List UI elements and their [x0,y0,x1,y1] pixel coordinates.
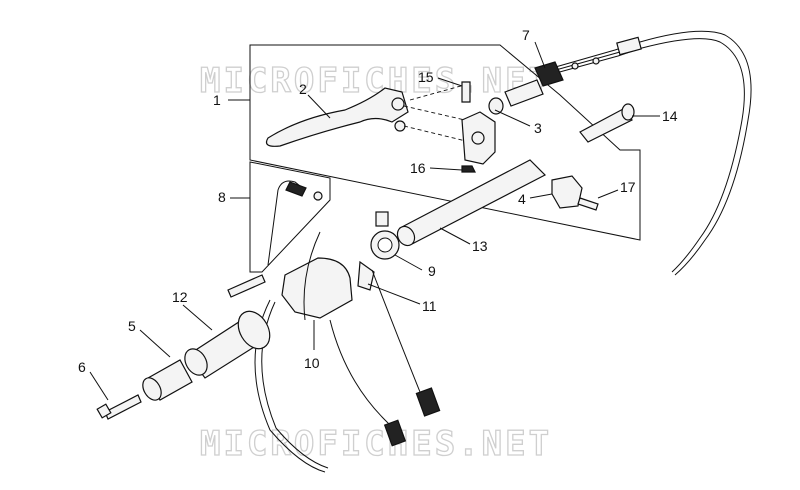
callout-12: 12 [172,289,188,305]
pulley-tab [375,211,389,227]
callout-5: 5 [128,318,136,334]
cable-nipple-2 [592,57,600,65]
switch-wire-end [285,181,307,197]
leader-6 [89,371,109,401]
callout-6: 6 [78,359,86,375]
callout-3: 3 [534,120,542,136]
switch-group-outline [249,161,331,273]
leader-2 [307,94,331,119]
clamp-screw-long [579,107,633,143]
lever-group-outline [249,44,641,241]
callout-14: 14 [662,108,678,124]
adjuster-nut [534,61,564,87]
leader-17 [597,189,619,199]
harness-wire-right [371,269,421,393]
switch-clamp-screw [227,274,266,298]
lever-nut [394,120,406,132]
callout-16: 16 [410,160,426,176]
leader-12 [182,304,213,331]
alignment-lines [403,83,471,143]
bar-end-screw [104,394,142,420]
callout-10: 10 [304,355,320,371]
cable-outer-2 [544,38,745,273]
callout-8: 8 [218,189,226,205]
bracket-bore [471,131,485,145]
leader-7 [534,41,546,69]
pivot-screw [461,81,471,103]
connector-right [415,387,441,417]
tube-end [396,225,416,247]
leader-5 [139,329,171,358]
cable-nipple [571,62,579,70]
grip-flange [237,310,271,350]
adjuster-washer [488,97,504,115]
switch-loop-wire [303,231,321,321]
switch-housing [281,257,353,319]
pivot-nut [461,165,476,173]
bar-end-face [142,377,162,401]
watermark-top: MICROFICHES.NET [200,61,552,101]
lever [265,87,409,147]
callout-4: 4 [518,191,526,207]
leader-15 [437,77,463,87]
cable-end-fitting [616,36,642,56]
callout-1: 1 [213,92,221,108]
adjuster-screw [504,79,544,107]
leader-16 [429,167,463,171]
connector-left [383,419,407,447]
clamp-screw-head [621,103,635,121]
callout-2: 2 [299,81,307,97]
leader-4 [529,193,553,199]
leader-11 [367,283,421,305]
spacer-ring [184,348,208,376]
pulley-hole [377,237,393,253]
callout-11: 11 [422,298,437,314]
lever-pivot [391,97,405,111]
callout-15: 15 [418,69,434,85]
switch-screw [313,191,323,201]
leader-13 [439,227,471,245]
callout-13: 13 [472,238,488,254]
clamp-screw-short [577,197,599,211]
callout-17: 17 [620,179,636,195]
callout-7: 7 [522,27,530,43]
bracket-clamp [551,175,583,209]
switch-wire [267,180,306,266]
callout-9: 9 [428,263,436,279]
leader-3 [494,109,531,127]
leader-9 [394,254,423,271]
cable-outer [544,30,752,276]
harness-wire-mid [329,319,396,431]
bar-end-screw-head [96,403,112,419]
watermark-bottom: MICROFICHES.NET [200,424,552,464]
housing-clip [357,260,375,291]
